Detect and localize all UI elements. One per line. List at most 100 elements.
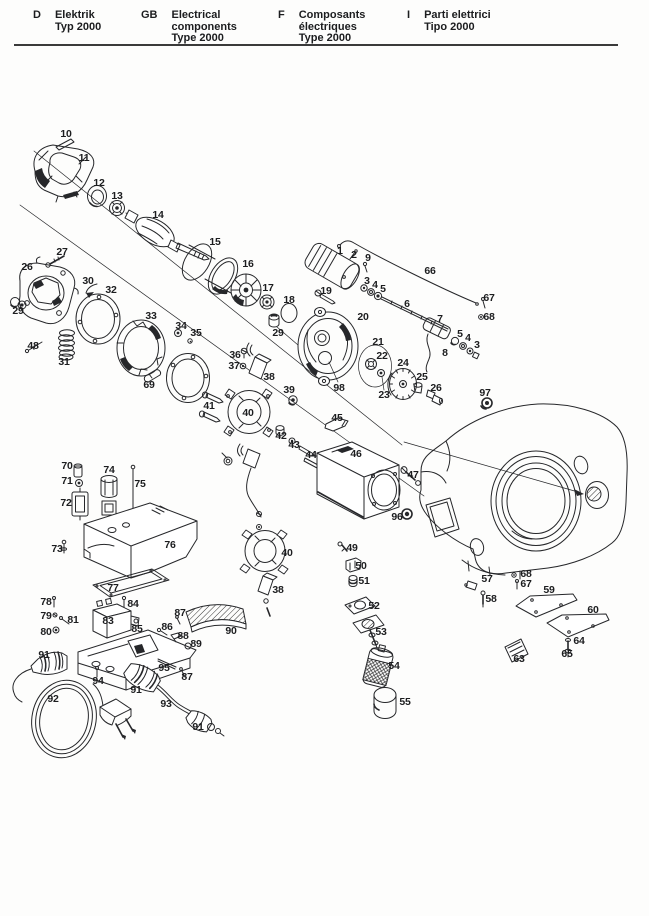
brush-38b [258, 573, 277, 616]
screw-47 [401, 467, 420, 486]
grommet-42 [276, 426, 284, 436]
screw-87b [180, 668, 185, 677]
header-rule [14, 44, 618, 46]
header-entry-de: D Elektrik Typ 2000 [33, 9, 102, 33]
grommet-80 [53, 627, 59, 633]
ring-32 [76, 294, 120, 344]
diaphragm-21-hub-22 [359, 345, 392, 387]
header-entry-it: I Parti elettrici Tipo 2000 [407, 9, 491, 33]
ring-89 [185, 643, 191, 649]
motor-housing-46 [317, 442, 400, 519]
nut-39 [289, 396, 297, 405]
grommet-51 [349, 576, 357, 587]
cover-76 [84, 503, 197, 578]
pin-69 [144, 370, 160, 382]
pin-10 [56, 139, 74, 150]
header-entry-gb: GB Electrical components Type 2000 [141, 9, 237, 45]
screw-86 [157, 628, 167, 635]
grommet-97 [481, 398, 492, 409]
nut-68b [512, 573, 516, 577]
brush-ring-40a [224, 389, 273, 437]
header-line: Tipo 2000 [424, 20, 475, 33]
cable-boot-91b [121, 658, 163, 696]
header-line: Parti elettrici [424, 9, 491, 21]
diaphragm-ring [167, 354, 210, 403]
bearing-17 [260, 295, 274, 309]
type-plate-63 [505, 639, 528, 662]
ring-55 [374, 688, 396, 719]
spring-stack-31 [59, 330, 75, 360]
wire-8 [426, 334, 430, 372]
nut-71 [76, 480, 83, 487]
screw-73 [62, 540, 67, 553]
wire-66 [338, 241, 479, 305]
fan-16 [231, 274, 261, 306]
screw-49 [338, 542, 347, 551]
bolt-26b [427, 390, 443, 405]
part-79 [53, 613, 57, 617]
rod-6 [381, 297, 448, 331]
lang-code: GB [141, 9, 158, 21]
power-cord-92 [13, 669, 136, 764]
grommet-96 [402, 509, 412, 519]
washer-23 [378, 370, 385, 391]
screw-64-65 [565, 639, 571, 658]
header-entry-fr: F Composants électriques Type 2000 [278, 9, 366, 45]
o-ring-18 [281, 304, 297, 323]
sleeve-7 [422, 317, 452, 341]
header-title-gb: Electrical components Type 2000 [171, 9, 237, 45]
knurled-knob-54 [362, 643, 395, 689]
header-title-it: Parti elettrici Tipo 2000 [424, 9, 491, 33]
plate-52 [345, 597, 375, 614]
switch-plate-53 [353, 615, 384, 651]
screw-9 [363, 262, 367, 272]
screw-81 [60, 617, 70, 625]
header-line: Type 2000 [171, 32, 224, 44]
nut-43 [289, 438, 295, 444]
gear-housing-26 [19, 257, 78, 324]
screw-67a [482, 298, 486, 309]
sleeve-88 [171, 633, 181, 642]
brush-ring-40b [240, 530, 288, 574]
gear-case-body [420, 404, 628, 579]
stator-coil-11 [34, 145, 94, 202]
clip-45 [325, 418, 348, 431]
capacitor-1 [302, 241, 363, 292]
part-70 [74, 464, 82, 477]
armature-14 [125, 210, 209, 260]
switch-83 [93, 598, 139, 638]
cable-boot-91a [31, 652, 67, 674]
header-line: components [171, 20, 237, 33]
ball-35 [188, 339, 192, 343]
cone-25 [414, 383, 422, 393]
header-line: électriques [298, 20, 357, 33]
nut-68a [479, 315, 484, 320]
bracket-57 [465, 581, 477, 590]
brake-ring-33 [117, 320, 165, 376]
gasket-77 [93, 569, 169, 597]
header-line: Elektrik [54, 9, 95, 21]
gear-24 [388, 369, 417, 400]
lead-93 [157, 685, 192, 715]
screw-78 [53, 597, 56, 608]
screw-36 [241, 348, 247, 358]
base-plate-85 [78, 630, 196, 690]
nut-29a [11, 298, 27, 310]
ring-12 [88, 186, 107, 207]
lang-code: I [407, 9, 411, 21]
screws-41 [199, 392, 223, 422]
screws-above-40b [257, 512, 262, 530]
plate-60 [547, 614, 609, 637]
brush-38a [247, 343, 271, 379]
bearing-shield-20 [298, 308, 358, 386]
brush-assembly-2 [222, 444, 261, 517]
lang-code: F [278, 9, 285, 21]
screw-27 [46, 256, 64, 267]
screw-87a [176, 616, 180, 624]
header: D Elektrik Typ 2000 GB Electrical compon… [0, 9, 649, 46]
header-line: Typ 2000 [54, 20, 102, 33]
header-title-fr: Composants électriques Type 2000 [298, 9, 366, 45]
nut-34 [175, 330, 182, 337]
